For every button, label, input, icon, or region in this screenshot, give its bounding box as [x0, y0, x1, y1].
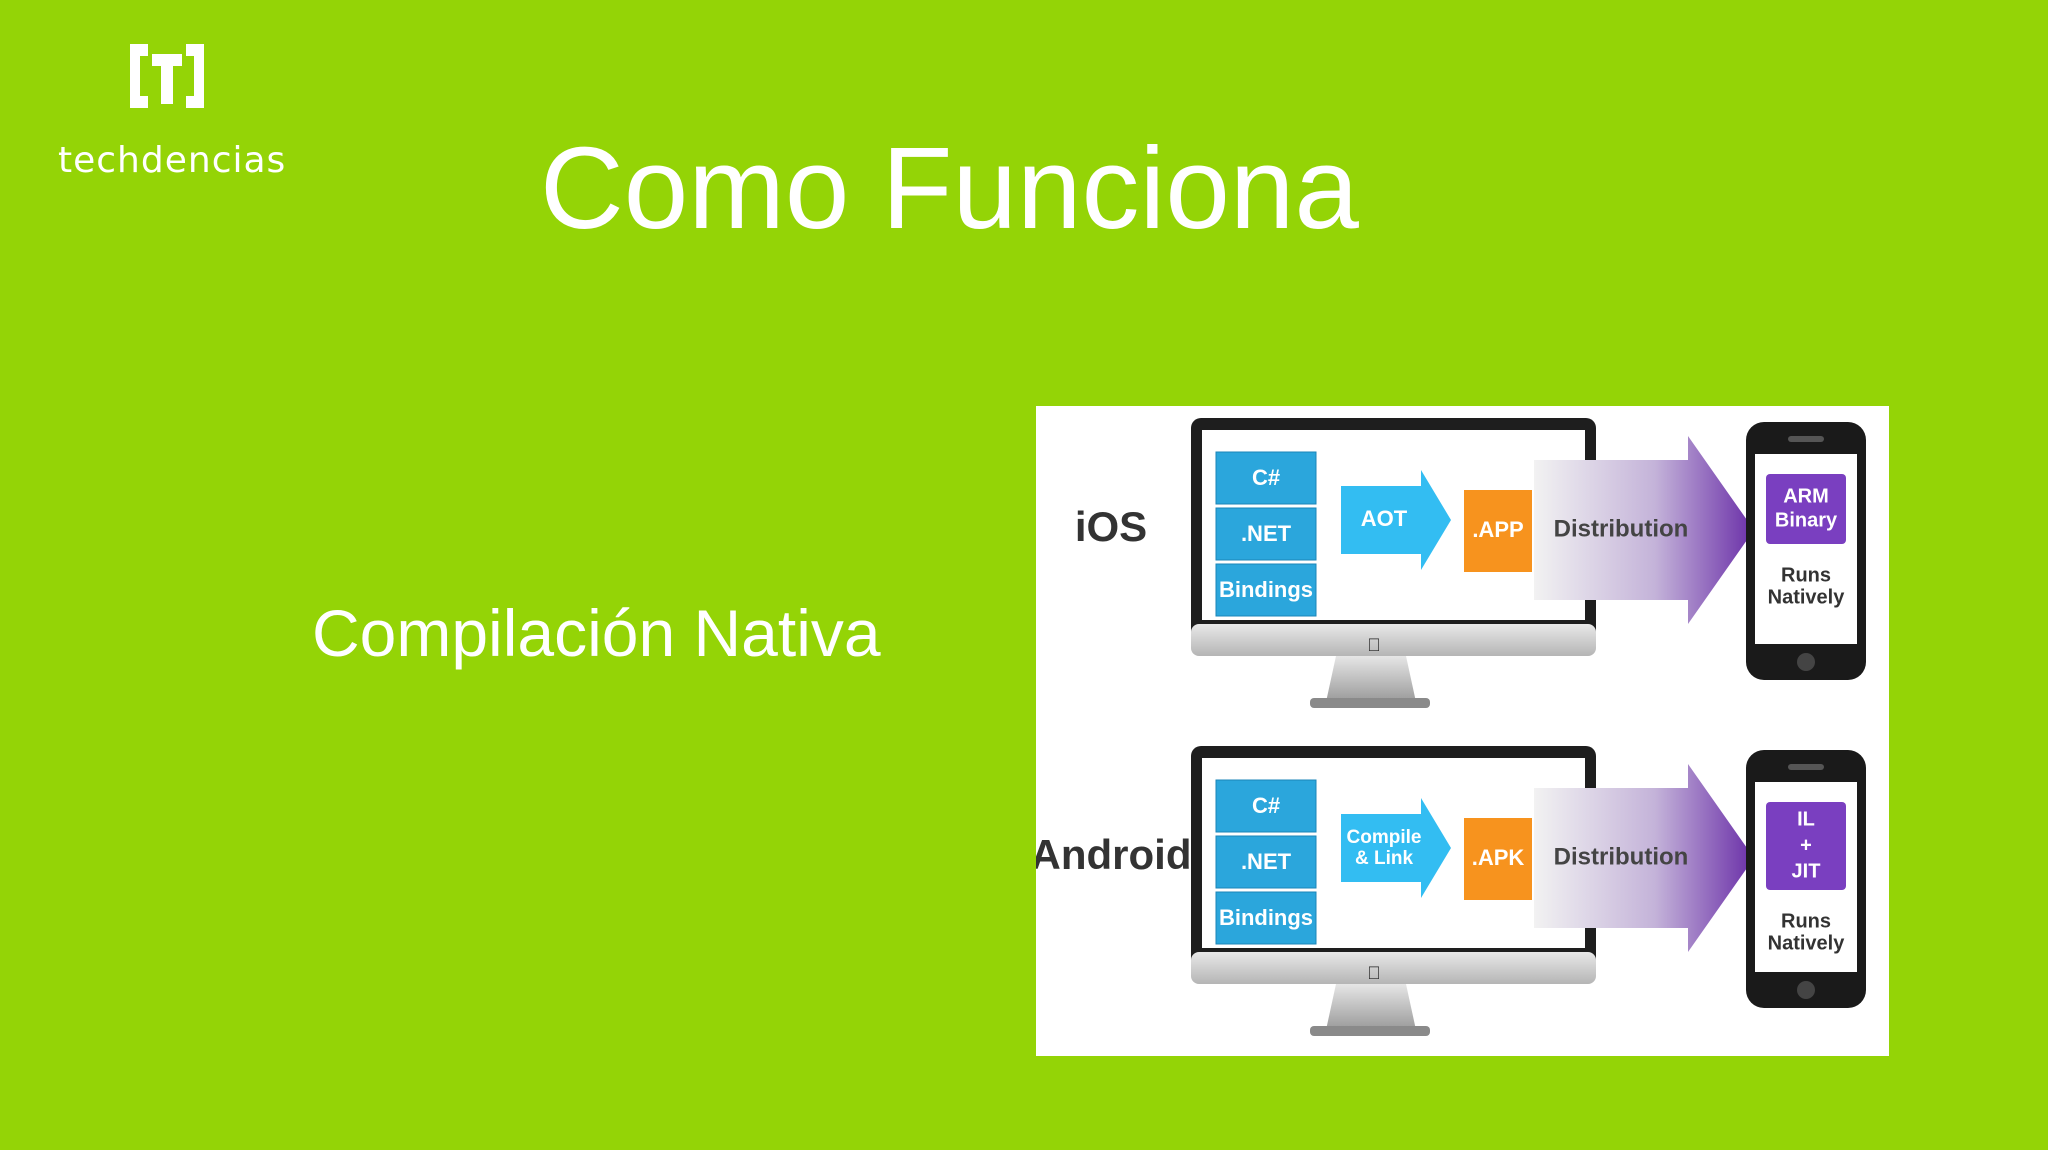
monitor-base — [1310, 1026, 1430, 1036]
step-arrow — [1341, 470, 1451, 570]
monitor-stand — [1326, 656, 1416, 702]
device-badge-label: + — [1800, 834, 1812, 856]
device-badge-label: ARM — [1783, 485, 1829, 507]
distribution-label: Distribution — [1554, 515, 1689, 542]
logo: techdencias — [58, 38, 287, 188]
logo-text: techdencias — [58, 140, 287, 181]
monitor-chin — [1191, 952, 1596, 984]
device-note-label: Runs — [1781, 910, 1831, 932]
monitor-base — [1310, 698, 1430, 708]
stack-block — [1215, 507, 1317, 561]
device-badge-label: Binary — [1775, 509, 1838, 531]
logo-icon — [130, 44, 204, 108]
step-label: AOT — [1361, 506, 1408, 531]
stack-block — [1215, 891, 1317, 945]
stack-label: C# — [1252, 465, 1280, 490]
platform-label: Android — [1036, 831, 1191, 878]
package-label: .APP — [1472, 517, 1523, 542]
device-note-label: Natively — [1768, 932, 1846, 954]
monitor-stand — [1326, 984, 1416, 1030]
device-badge-label: IL — [1797, 808, 1815, 830]
step-label: & Link — [1355, 848, 1413, 869]
slide-title: Como Funciona — [540, 123, 1359, 253]
step-arrow — [1341, 798, 1451, 898]
package-block — [1464, 818, 1532, 900]
stack-label: C# — [1252, 793, 1280, 818]
device-note-label: Runs — [1781, 564, 1831, 586]
phone-speaker — [1788, 436, 1824, 442]
device-note-label: Natively — [1768, 586, 1846, 608]
package-label: .APK — [1472, 845, 1525, 870]
stack-label: Bindings — [1219, 905, 1313, 930]
apple-logo-icon:  — [1367, 963, 1381, 983]
distribution-arrow — [1534, 436, 1754, 624]
diagram-row-ios: iOS  C# .NET Bindings AOT .APP Distribution ARM… — [1075, 418, 1866, 708]
bottom-band — [0, 1150, 2048, 1152]
package-block — [1464, 490, 1532, 572]
apple-logo-icon:  — [1367, 635, 1381, 655]
stack-block — [1215, 835, 1317, 889]
slide-subtitle: Compilación Nativa — [312, 596, 881, 670]
diagram-row-android: Android  C# .NET Bindings Compile& Link .APK D… — [1036, 746, 1866, 1036]
compilation-diagram: iOS  C# .NET Bindings AOT .APP Distribution ARM… — [1036, 406, 1889, 1056]
stack-label: Bindings — [1219, 577, 1313, 602]
platform-label: iOS — [1075, 503, 1147, 550]
stack-label: .NET — [1241, 521, 1292, 546]
device-badge — [1766, 802, 1846, 890]
stack-label: .NET — [1241, 849, 1292, 874]
monitor-chin — [1191, 624, 1596, 656]
distribution-label: Distribution — [1554, 843, 1689, 870]
distribution-arrow — [1534, 764, 1754, 952]
stack-block — [1215, 451, 1317, 505]
step-label: Compile — [1347, 827, 1422, 848]
device-badge — [1766, 474, 1846, 544]
diagram-canvas: iOS  C# .NET Bindings AOT .APP Distribution ARM… — [1036, 418, 1866, 1036]
device-badge-label: JIT — [1792, 860, 1821, 882]
phone-speaker — [1788, 764, 1824, 770]
phone-home-button — [1797, 653, 1815, 671]
phone-home-button — [1797, 981, 1815, 999]
stack-block — [1215, 779, 1317, 833]
stack-block — [1215, 563, 1317, 617]
